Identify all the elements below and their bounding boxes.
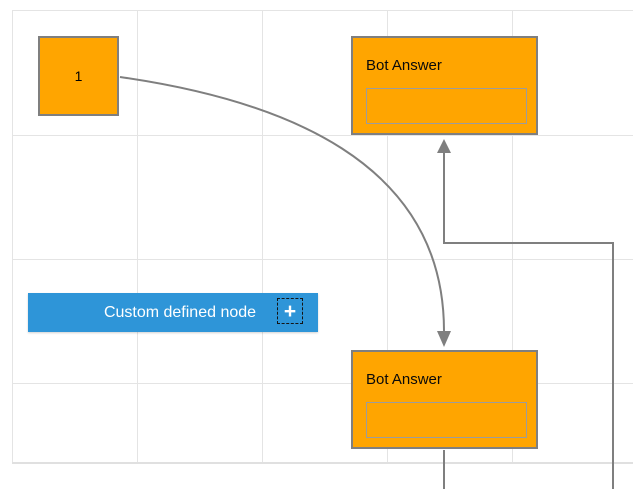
node-custom-label: Custom defined node bbox=[103, 303, 257, 321]
node-bot-answer-bottom[interactable]: Bot Answer bbox=[351, 350, 538, 449]
node-text-field[interactable] bbox=[366, 88, 527, 124]
add-node-button[interactable]: + bbox=[277, 298, 303, 324]
node-custom-defined[interactable]: Custom defined node + bbox=[28, 293, 318, 332]
arrowhead-down-icon bbox=[437, 331, 451, 347]
plus-icon: + bbox=[283, 299, 297, 323]
node-title: Bot Answer bbox=[366, 371, 442, 388]
connector-orthogonal-up[interactable] bbox=[443, 153, 614, 489]
node-start[interactable]: 1 bbox=[38, 36, 119, 116]
node-start-label: 1 bbox=[74, 68, 83, 84]
node-text-field[interactable] bbox=[366, 402, 527, 438]
connector-curved[interactable] bbox=[119, 76, 445, 332]
arrowhead-up-icon bbox=[437, 139, 451, 153]
node-title: Bot Answer bbox=[366, 57, 442, 74]
node-bot-answer-top[interactable]: Bot Answer bbox=[351, 36, 538, 135]
